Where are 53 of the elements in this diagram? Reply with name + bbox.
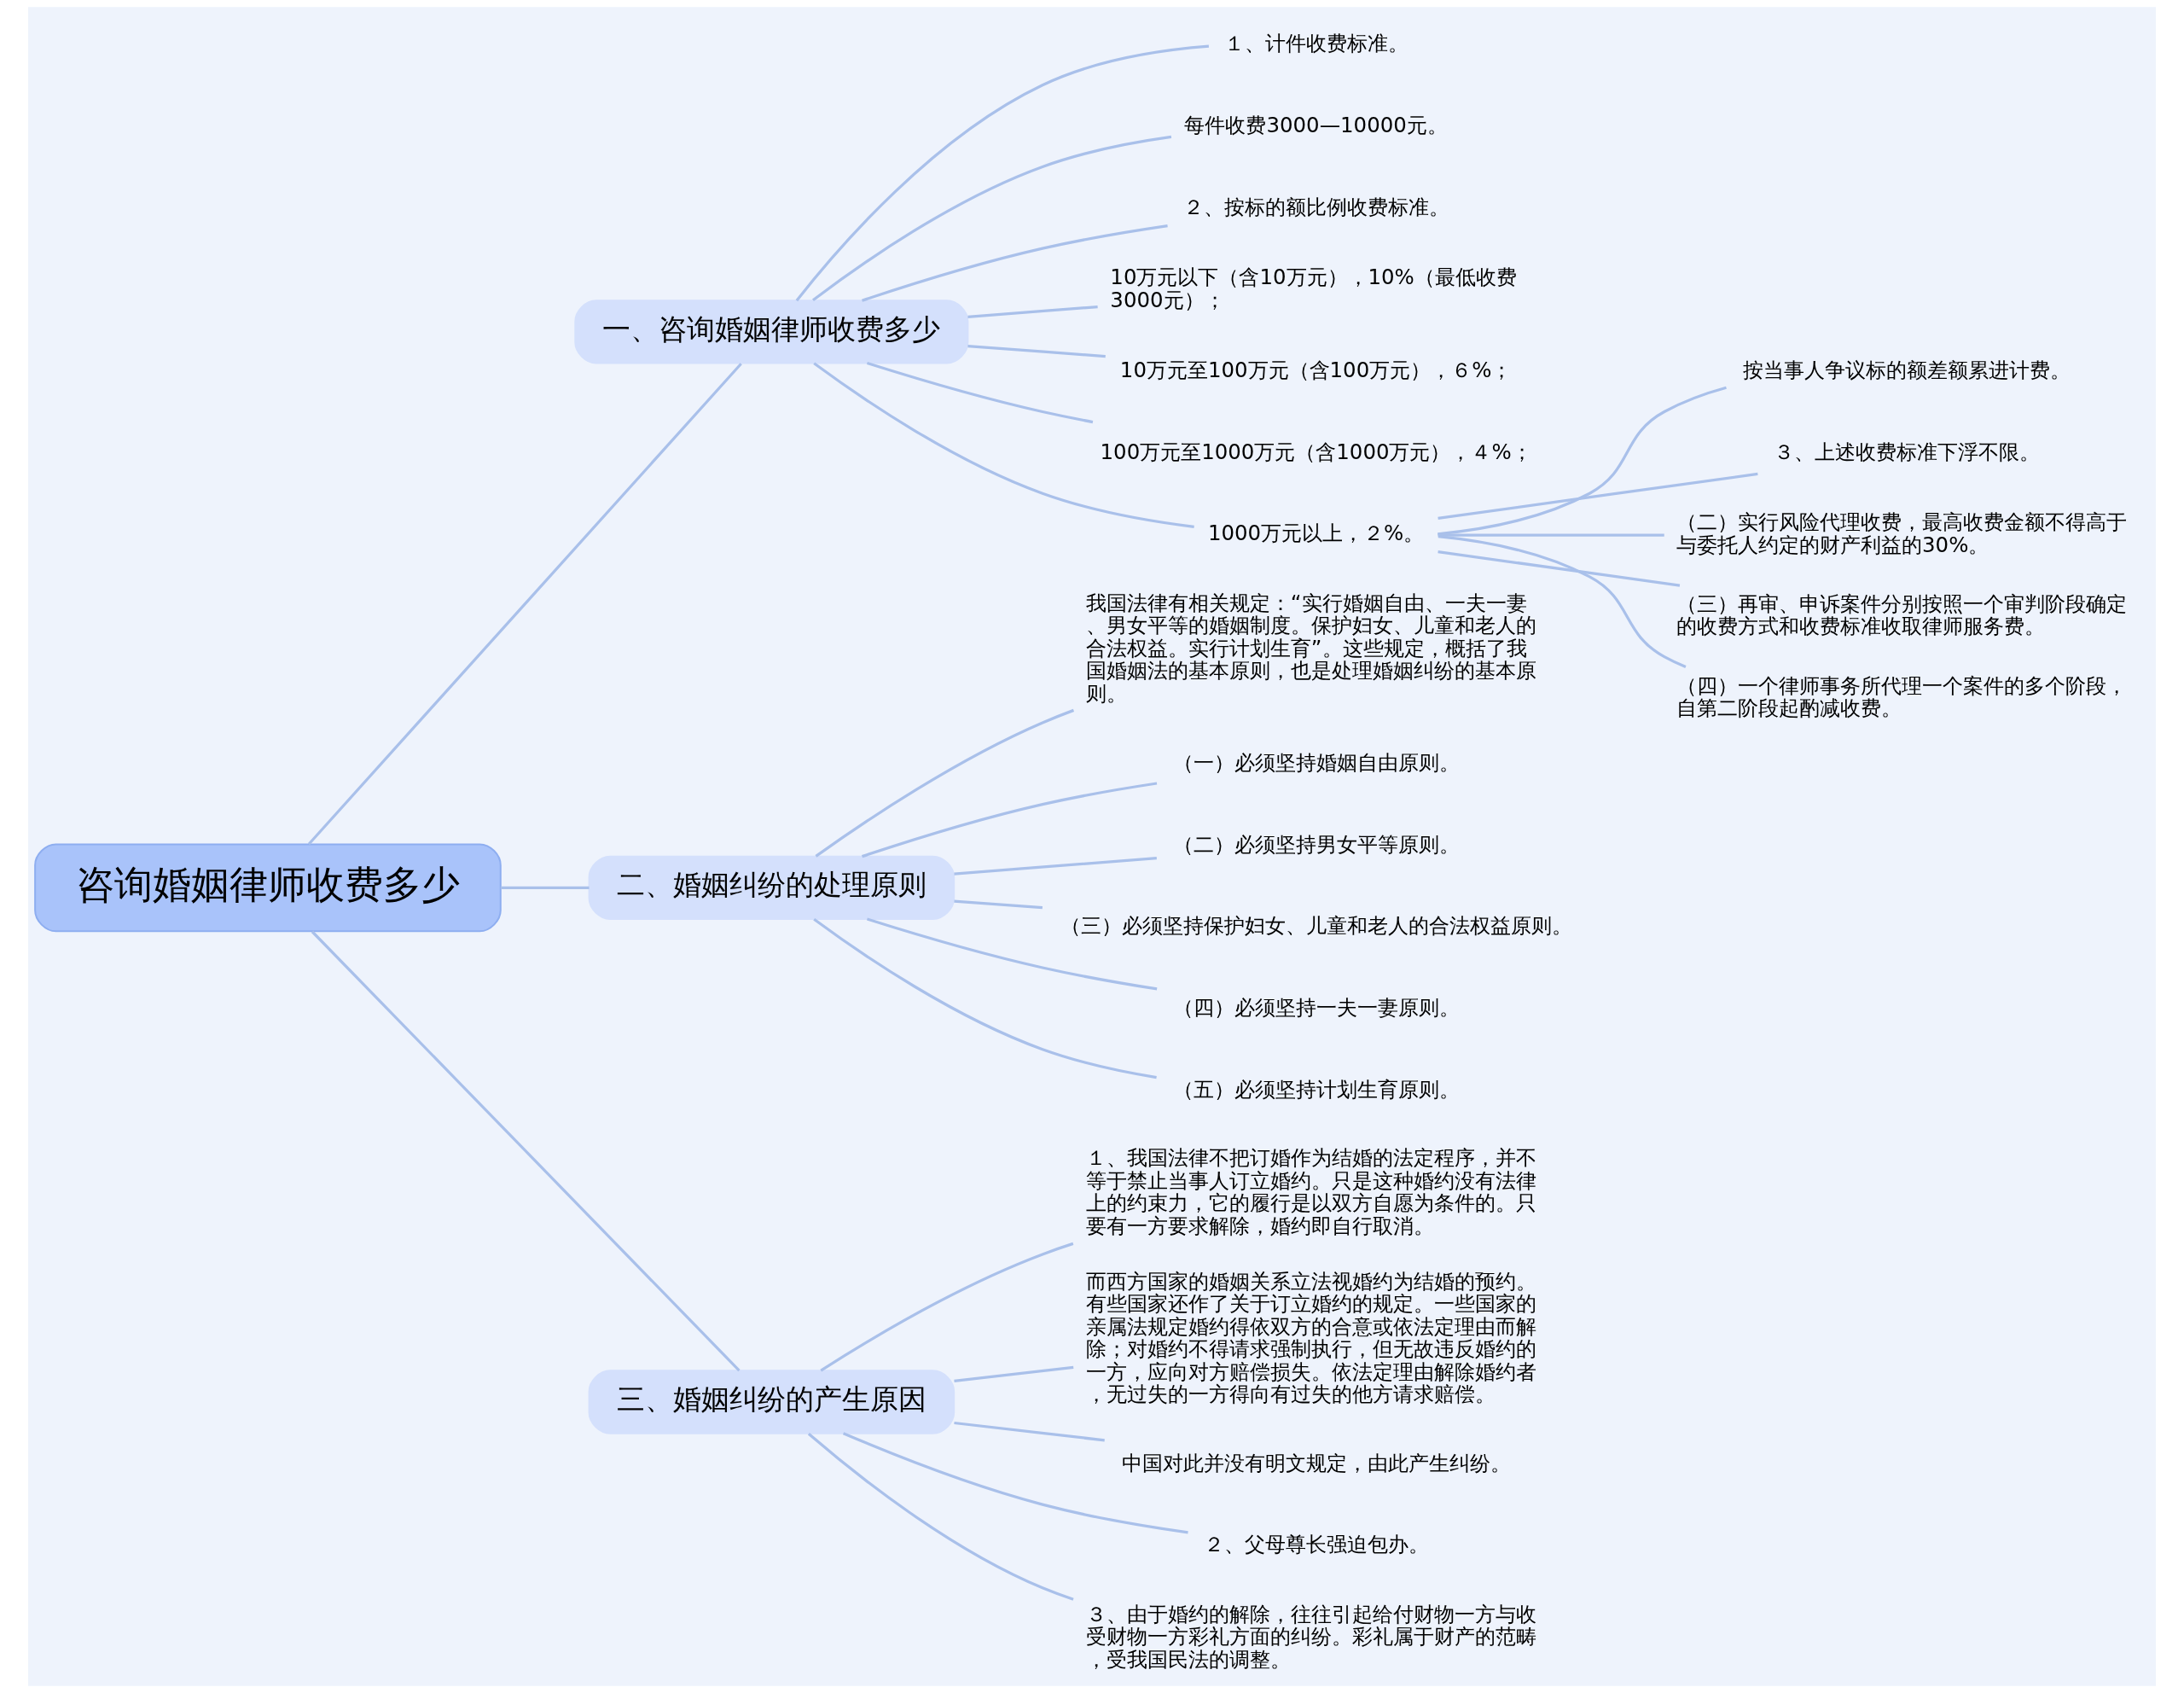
node-box: 三、婚姻纠纷的产生原因 <box>588 1370 956 1434</box>
node-text: ３、由于婚约的解除，往往引起给付财物一方与收受财物一方彩礼方面的纠纷。彩礼属于财产的范畴，受我国民法的调整。 <box>1085 1601 1536 1672</box>
node-text: 1000万元以上，２%。 <box>1207 521 1425 546</box>
connector <box>807 1433 1074 1601</box>
node-text: １、计件收费标准。 <box>1223 31 1409 56</box>
node-text: ２、父母尊长强迫包办。 <box>1203 1532 1429 1557</box>
node-text: 10万元至100万元（含100万元），６%； <box>1119 358 1513 382</box>
node-text: （二）必须坚持男女平等原则。 <box>1172 831 1460 857</box>
connector <box>1438 535 1687 669</box>
connector <box>862 782 1158 858</box>
connector <box>967 305 1098 318</box>
connector <box>812 135 1172 302</box>
node-text: 100万元至1000万元（含1000万元），４%； <box>1100 439 1532 464</box>
connector <box>815 708 1075 858</box>
node-text: 中国对此并没有明文规定，由此产生纠纷。 <box>1121 1450 1511 1475</box>
connector <box>1438 386 1727 536</box>
connector <box>1438 533 1664 537</box>
connector <box>1438 550 1681 587</box>
node-text: １、我国法律不把订婚作为结婚的法定程序，并不等于禁止当事人订立婚约。只是这种婚约没有法律上的约束力，它的履行是以双方自愿为条件的。只要有一方要求解除，婚约即自行取消。 <box>1085 1145 1536 1238</box>
node-text: （三）再审、申诉案件分别按照一个审判阶段确定的收费方式和收费标准收取律师服务费。 <box>1676 591 2128 639</box>
node-text: （四）一个律师事务所代理一个案件的多个阶段，自第二阶段起酌减收费。 <box>1676 672 2128 720</box>
connector <box>954 899 1043 910</box>
connector <box>954 857 1157 876</box>
connector <box>795 44 1210 302</box>
node-box: 二、婚姻纠纷的处理原则 <box>588 855 956 920</box>
node-text: ２、按标的额比例收费标准。 <box>1182 194 1449 219</box>
node-text: （一）必须坚持婚姻自由原则。 <box>1172 750 1460 776</box>
node-box: 咨询婚姻律师收费多少 <box>34 843 502 933</box>
connector <box>813 917 1157 1079</box>
node-text: 每件收费3000—10000元。 <box>1184 112 1448 137</box>
connector <box>866 917 1158 991</box>
connector <box>1438 472 1758 521</box>
node-text: 我国法律有相关规定：“实行婚姻自由、一夫一妻、男女平等的婚姻制度。保护妇女、儿童和老人的合法权益。实行计划生育”。这些规定，概括了我国婚姻法的基本原则，也是处理婚姻纠纷的基本原则。 <box>1085 590 1536 706</box>
connector <box>813 362 1194 528</box>
connector <box>311 930 741 1372</box>
connector <box>954 1421 1105 1442</box>
connector <box>954 1365 1074 1383</box>
node-text: （三）必须坚持保护妇女、儿童和老人的合法权益原则。 <box>1060 913 1572 939</box>
node-text: ３、上述收费标准下浮不限。 <box>1773 439 2040 464</box>
connector <box>820 1242 1074 1372</box>
connector <box>500 886 590 889</box>
connector <box>842 1432 1188 1534</box>
node-text: （四）必须坚持一夫一妻原则。 <box>1172 995 1460 1021</box>
connector <box>307 363 742 846</box>
node-text: 而西方国家的婚姻关系立法视婚约为结婚的预约。有些国家还作了关于订立婚约的规定。一些国家的亲属法规定婚约得依双方的合意或依法定理由而解除；对婚约不得请求强制执行，但无故违反婚约的一方，应向对方赔偿损失。依法定理由解除婚约者，无过失的一方得向有过失的他方请求赔偿。 <box>1085 1268 1536 1407</box>
node-text: 10万元以下（含10万元），10%（最低收费3000元）； <box>1110 265 1517 312</box>
node-text: （二）实行风险代理收费，最高收费金额不得高于与委托人约定的财产利益的30%。 <box>1676 509 2128 557</box>
node-text: （五）必须坚持计划生育原则。 <box>1172 1076 1460 1102</box>
connector <box>967 345 1106 358</box>
node-box: 一、咨询婚姻律师收费多少 <box>574 300 969 364</box>
node-text: 按当事人争议标的额差额累进计费。 <box>1742 358 2071 382</box>
connector <box>862 224 1168 302</box>
connector <box>866 361 1094 424</box>
